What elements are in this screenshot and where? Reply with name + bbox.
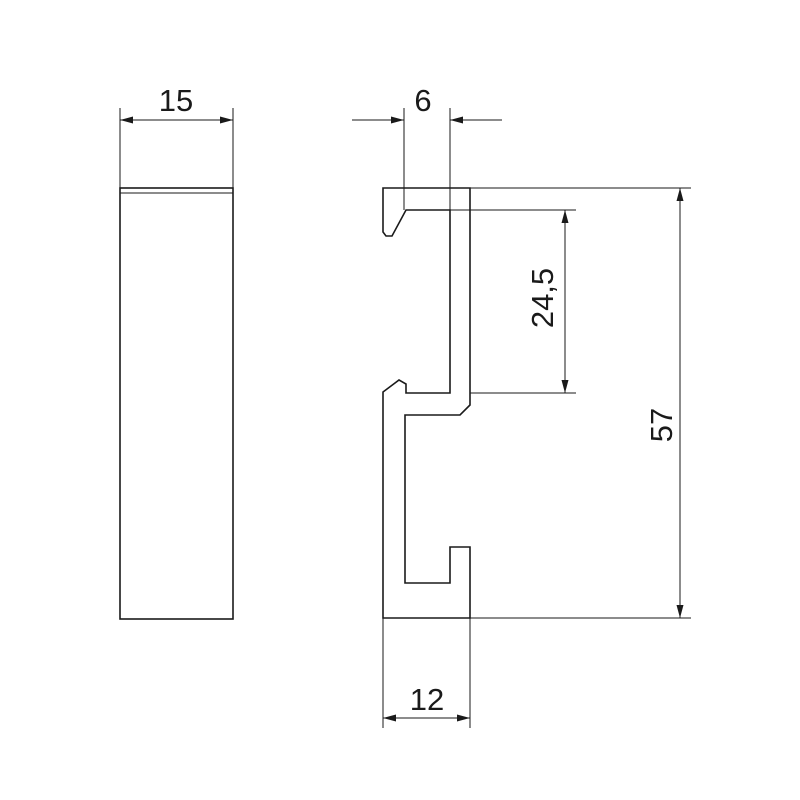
- dimension-top-right: 6: [352, 83, 502, 210]
- front-view: [119, 187, 234, 620]
- dimension-bottom: 12: [382, 618, 471, 728]
- dim-bottom-arrow-left: [383, 714, 396, 722]
- dim-bottom-arrow-right: [457, 714, 470, 722]
- dim-middle-arrow-bottom: [561, 380, 569, 393]
- dim-right-label: 57: [644, 408, 679, 442]
- dim-top-right-arrow-right: [450, 116, 463, 124]
- profile-section: [382, 187, 471, 619]
- dimension-middle: 24,5: [450, 209, 576, 394]
- dim-middle-arrow-top: [561, 210, 569, 223]
- dim-top-right-label: 6: [414, 83, 431, 118]
- dim-top-left-arrow-left: [120, 116, 133, 124]
- dimension-right: 57: [470, 187, 691, 619]
- profile-outline: [382, 187, 471, 619]
- dim-bottom-label: 12: [410, 682, 444, 717]
- dim-right-arrow-bottom: [676, 605, 684, 618]
- dim-top-left-arrow-right: [220, 116, 233, 124]
- dim-right-arrow-top: [676, 188, 684, 201]
- front-view-outline: [119, 187, 234, 620]
- dim-middle-label: 24,5: [525, 268, 560, 328]
- dim-top-left-label: 15: [159, 83, 193, 118]
- dimension-top-left: 15: [119, 83, 234, 188]
- dim-top-right-arrow-left: [391, 116, 404, 124]
